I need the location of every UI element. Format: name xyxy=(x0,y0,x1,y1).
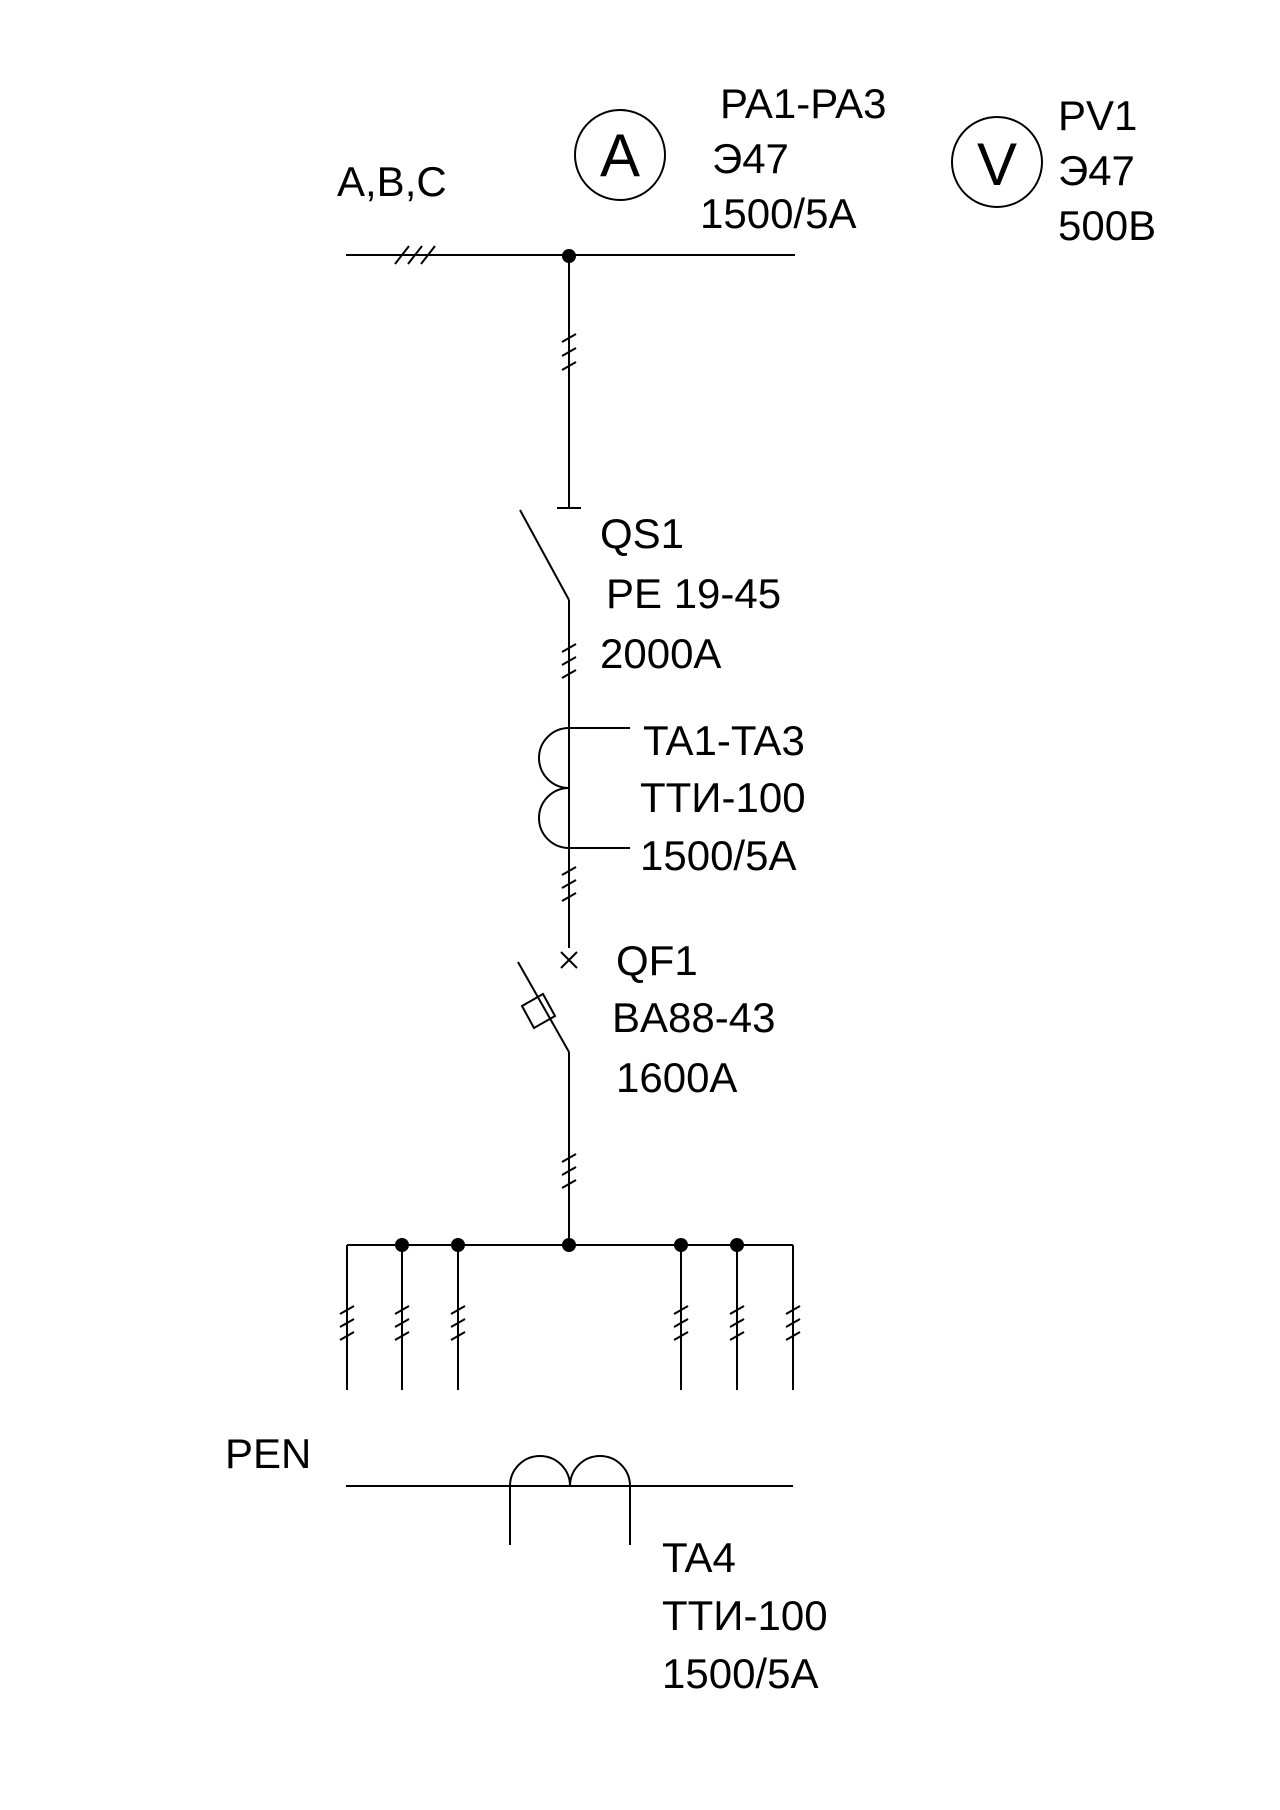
incoming-bus: A,B,C xyxy=(337,158,795,265)
breaker-qf1: QF1 BA88-43 1600A xyxy=(517,937,775,1245)
breaker-release xyxy=(520,992,557,1030)
voltmeter: V PV1 Э47 500B xyxy=(951,92,1156,249)
pen-ct-type: TTИ-100 xyxy=(662,1592,828,1639)
feeder-drop xyxy=(557,256,581,509)
outgoing-feeder xyxy=(394,1238,410,1390)
feeder-junction-dot xyxy=(730,1238,744,1252)
switch-qs1: QS1 PE 19-45 2000A xyxy=(519,509,781,948)
switch-rating: 2000A xyxy=(600,630,721,677)
three-phase-mark-upper xyxy=(561,333,577,371)
switch-blade xyxy=(519,509,570,601)
bus-label: A,B,C xyxy=(337,158,447,205)
three-phase-mark-switch xyxy=(561,643,577,679)
voltmeter-rating: 500B xyxy=(1058,202,1156,249)
feeder-junction-dot xyxy=(451,1238,465,1252)
three-phase-mark xyxy=(339,1305,355,1341)
feeder-junction-dot xyxy=(674,1238,688,1252)
ct-type: TTИ-100 xyxy=(640,774,806,821)
ammeter-symbol-circle xyxy=(574,109,666,201)
ammeter-type: Э47 xyxy=(712,135,789,182)
pen-label-n: N xyxy=(281,1430,311,1477)
three-phase-mark-ct xyxy=(561,866,577,902)
switch-designation: QS1 xyxy=(600,510,684,557)
breaker-blade xyxy=(517,961,570,1053)
switch-type: PE 19-45 xyxy=(606,570,781,617)
feeder-junction-dot xyxy=(395,1238,409,1252)
voltmeter-designation: PV1 xyxy=(1058,92,1137,139)
ammeter-designation: PA1-PA3 xyxy=(720,80,887,127)
three-phase-mark xyxy=(673,1305,689,1341)
outgoing-feeder xyxy=(673,1238,689,1390)
outgoing-feeders xyxy=(339,1238,801,1390)
voltmeter-type: Э47 xyxy=(1058,147,1135,194)
outgoing-feeder xyxy=(729,1238,745,1390)
three-phase-mark-bus xyxy=(394,245,436,265)
ct-designation: TA1-TA3 xyxy=(643,717,805,764)
voltmeter-symbol: V xyxy=(977,131,1017,198)
outgoing-feeder xyxy=(450,1238,466,1390)
pen-ct-rating: 1500/5A xyxy=(662,1650,818,1697)
breaker-contact-cross xyxy=(560,951,578,969)
breaker-designation: QF1 xyxy=(616,937,698,984)
outgoing-feeder xyxy=(339,1245,355,1390)
breaker-rating: 1600A xyxy=(616,1054,737,1101)
distribution-junction-dot xyxy=(562,1238,576,1252)
current-transformer-ta1-ta3: TA1-TA3 TTИ-100 1500/5A xyxy=(538,717,806,902)
outgoing-feeder xyxy=(785,1245,801,1390)
ct-winding xyxy=(538,727,570,849)
pen-label-pe: PE xyxy=(225,1430,281,1477)
distribution-bus xyxy=(347,1238,793,1252)
ct-rating: 1500/5A xyxy=(640,832,796,879)
three-phase-mark-breaker xyxy=(561,1153,577,1189)
three-phase-mark xyxy=(785,1305,801,1341)
pen-ct-winding xyxy=(509,1455,631,1487)
ammeter-symbol: A xyxy=(600,122,640,189)
breaker-type: BA88-43 xyxy=(612,994,775,1041)
ammeter: A PA1-PA3 Э47 1500/5A xyxy=(574,80,887,237)
three-phase-mark xyxy=(394,1305,410,1341)
pen-ct-designation: TA4 xyxy=(662,1534,736,1581)
voltmeter-symbol-circle xyxy=(951,116,1043,208)
ammeter-rating: 1500/5A xyxy=(700,190,856,237)
pen-label: PEN xyxy=(225,1430,311,1477)
three-phase-mark xyxy=(729,1305,745,1341)
pen-conductor: PEN TA4 TTИ-100 1500/5A xyxy=(225,1430,828,1697)
three-phase-mark xyxy=(450,1305,466,1341)
